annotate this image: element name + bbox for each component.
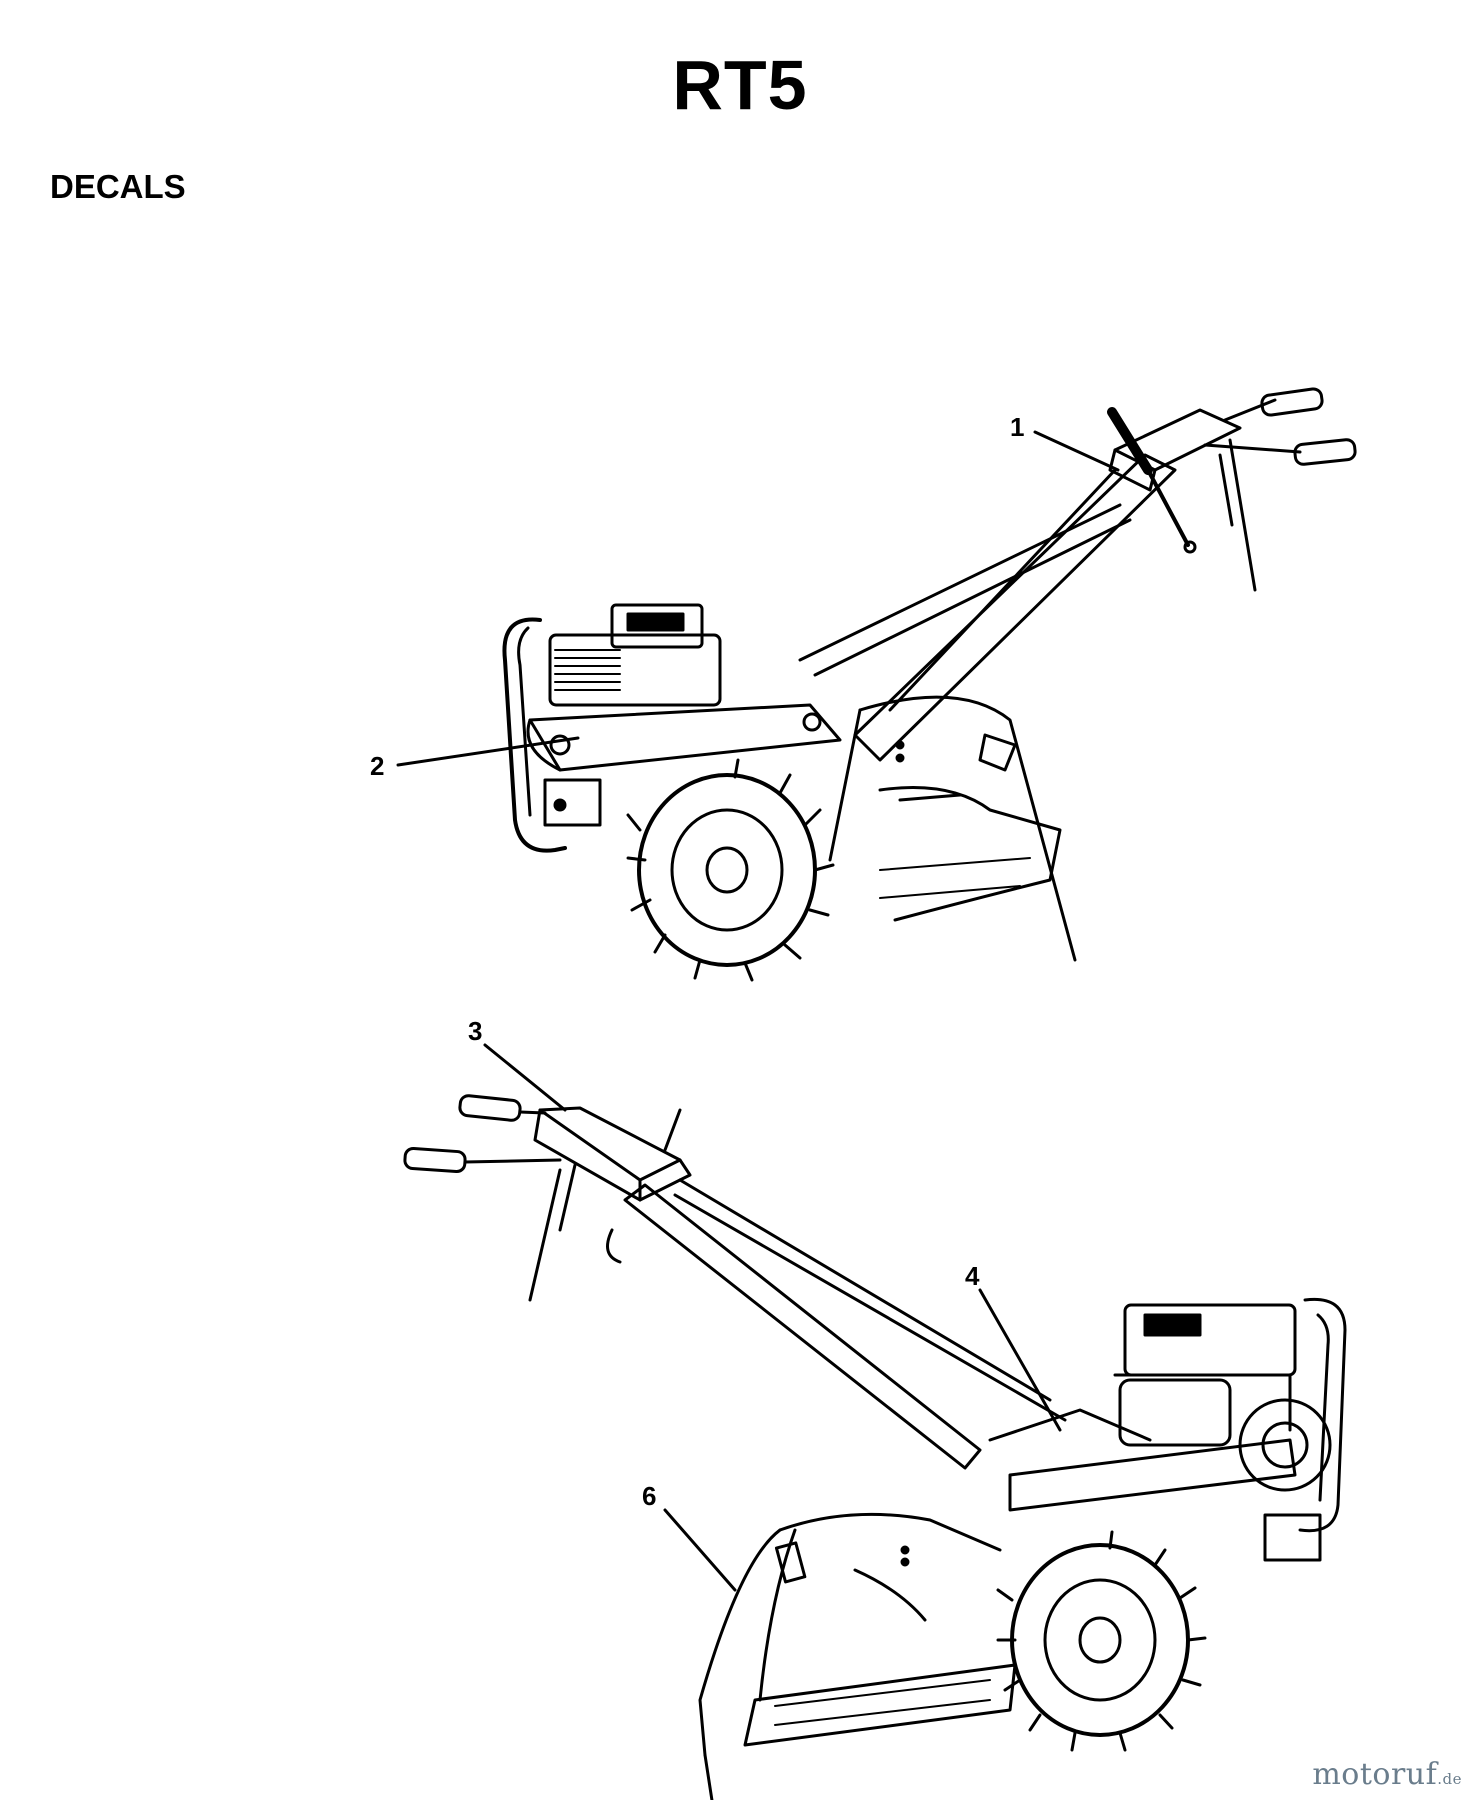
watermark-tld: .de bbox=[1437, 1770, 1462, 1788]
watermark-name: motoruf bbox=[1312, 1757, 1438, 1792]
callout-3: 3 bbox=[468, 1016, 482, 1046]
tiller-view-top bbox=[396, 387, 1357, 982]
callout-2: 2 bbox=[370, 751, 384, 781]
section-heading: DECALS bbox=[50, 168, 186, 205]
page-title: RT5 bbox=[672, 46, 808, 124]
callout-4: 4 bbox=[965, 1261, 980, 1291]
callout-1: 1 bbox=[1010, 412, 1024, 442]
callout-6: 6 bbox=[642, 1481, 656, 1511]
tiller-view-bottom bbox=[403, 1043, 1347, 1800]
watermark: motoruf.de bbox=[1312, 1757, 1462, 1792]
